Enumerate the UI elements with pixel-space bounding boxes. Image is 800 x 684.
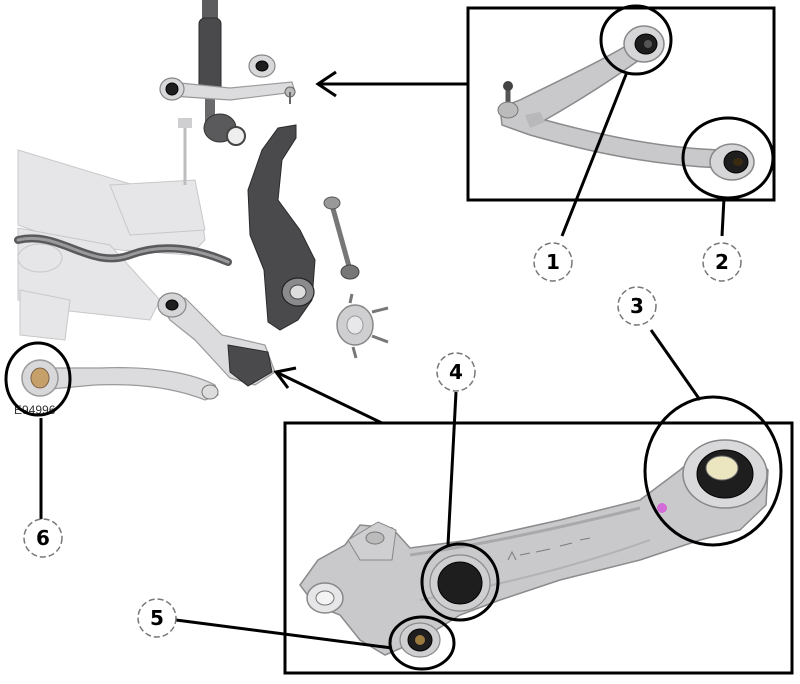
shock-absorber [198, 0, 246, 146]
wheel-hub [336, 293, 389, 359]
callout-1-label: 1 [546, 250, 560, 274]
exploded-assembly: E94996 [14, 0, 389, 417]
highlight-ring-3 [643, 395, 783, 547]
lower-arm-detail-frame [283, 421, 794, 675]
callout-4: 4 [436, 352, 476, 392]
leader-3 [649, 329, 702, 401]
highlight-ring-1 [599, 4, 673, 76]
toe-link [323, 196, 360, 280]
highlight-ring-2 [681, 116, 775, 200]
callout-6-label: 6 [36, 526, 50, 550]
leader-5 [175, 618, 393, 650]
callout-2: 2 [702, 242, 742, 282]
leader-4 [446, 391, 458, 546]
callout-3: 3 [617, 286, 657, 326]
callout-4-label: 4 [449, 360, 463, 384]
subframe-ghost [17, 118, 206, 341]
casting-marks [507, 537, 591, 561]
highlight-ring-6 [4, 341, 72, 417]
callout-1: 1 [533, 242, 573, 282]
callout-5-label: 5 [150, 606, 164, 630]
rear-link [21, 359, 219, 401]
highlight-ring-4 [420, 542, 500, 622]
upper-arm-small [159, 54, 296, 104]
lower-arm-small [157, 292, 276, 387]
arrow-upper [315, 70, 468, 98]
leader-lines [39, 71, 726, 650]
steering-knuckle [247, 124, 316, 331]
callout-5: 5 [137, 598, 177, 638]
upper-arm-detail [466, 4, 776, 202]
highlight-ring-5 [388, 615, 456, 671]
arrow-lower [273, 366, 383, 425]
callout-2-label: 2 [715, 250, 729, 274]
callout-3-label: 3 [630, 294, 644, 318]
callout-6: 6 [23, 518, 63, 558]
leader-2 [720, 197, 726, 237]
lower-arm-detail [283, 395, 794, 675]
leader-1 [560, 71, 629, 237]
